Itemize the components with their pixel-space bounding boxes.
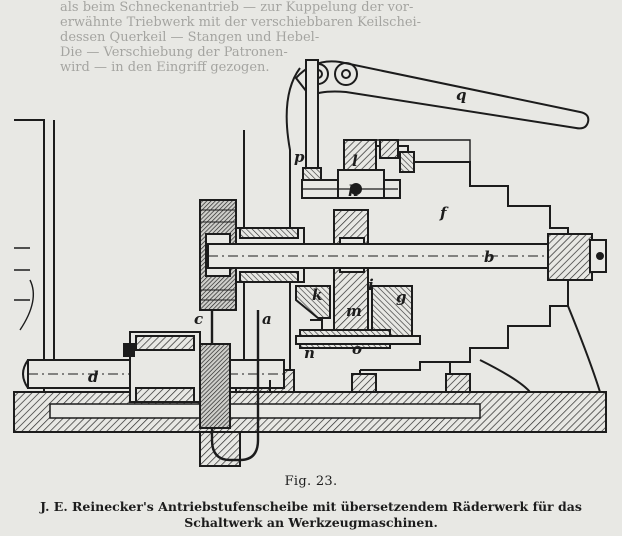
part-labels: a b c d f g h i k l m n o p q xyxy=(88,86,495,386)
bleed-line: wird — in den Eingriff gezogen. xyxy=(60,60,270,75)
bleed-through-text: als beim Schneckenantrieb — zur Kuppelun… xyxy=(60,0,480,112)
belt-c xyxy=(199,310,260,462)
label-q: q xyxy=(456,86,467,104)
label-k: k xyxy=(312,286,322,304)
label-n: n xyxy=(304,344,315,362)
bleed-line: als beim Schneckenantrieb — zur Kuppelun… xyxy=(60,0,414,15)
label-p: p xyxy=(294,148,305,166)
label-d: d xyxy=(88,368,99,386)
label-a: a xyxy=(262,310,272,328)
bleed-line: erwähnte Triebwerk mit der verschiebbare… xyxy=(60,15,422,30)
lever-q xyxy=(294,60,590,130)
bleed-line: Die — Verschiebung der Patronen- xyxy=(60,45,288,60)
housing-supports xyxy=(269,305,601,393)
label-m: m xyxy=(346,302,362,320)
shaft-d xyxy=(22,331,285,403)
base-plate xyxy=(13,391,607,467)
label-l: l xyxy=(352,152,358,170)
bleed-line: dessen Querkeil — Stangen und Hebel- xyxy=(60,30,320,45)
label-f: f xyxy=(439,204,449,222)
lower-bolt xyxy=(295,319,421,349)
caption-line-2: Schaltwerk an Werkzeugmaschinen. xyxy=(184,515,438,530)
rod-p xyxy=(302,59,322,181)
figure-caption: J. E. Reinecker's Antriebstufenscheibe m… xyxy=(20,499,602,531)
upper-gear xyxy=(301,139,401,199)
caption-line-1: J. E. Reinecker's Antriebstufenscheibe m… xyxy=(40,499,582,514)
label-g: g xyxy=(396,288,407,306)
label-h: h xyxy=(348,182,359,200)
label-o: o xyxy=(352,340,362,358)
main-shaft-b xyxy=(207,233,607,281)
label-b: b xyxy=(484,248,495,266)
figure-number: Fig. 23. xyxy=(284,474,338,489)
machine-frame xyxy=(14,119,120,392)
label-i: i xyxy=(368,276,374,294)
label-c: c xyxy=(194,310,203,328)
